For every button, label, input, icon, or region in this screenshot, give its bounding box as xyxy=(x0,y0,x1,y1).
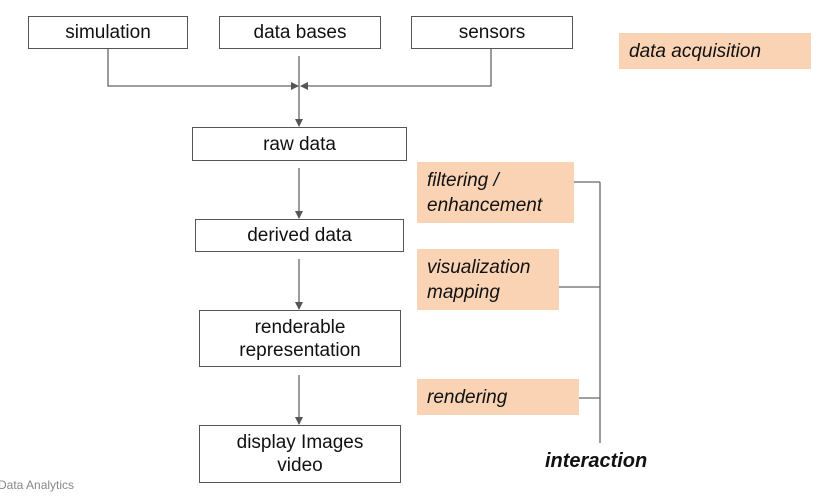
sensors-connector xyxy=(300,48,492,90)
source-simulation: simulation xyxy=(28,16,188,49)
stage-renderable-line1: renderable xyxy=(254,316,346,338)
step-filtering: filtering / enhancement xyxy=(417,162,574,223)
interaction-label: interaction xyxy=(545,450,648,472)
stage-raw-data: raw data xyxy=(192,127,407,161)
step-rendering: rendering xyxy=(417,379,579,415)
source-data-bases: data bases xyxy=(219,16,381,49)
stage-derived-data: derived data xyxy=(195,219,404,252)
source-sensors: sensors xyxy=(411,16,573,49)
stage-display-line2: video xyxy=(277,455,323,476)
step-mapping-line1: visualization xyxy=(427,257,531,278)
step-data-acquisition: data acquisition xyxy=(619,33,811,69)
step-filtering-line1: filtering / xyxy=(427,170,499,191)
step-mapping-line2: mapping xyxy=(427,282,500,303)
step-filtering-line2: enhancement xyxy=(427,195,543,216)
stage-renderable-line2: representation xyxy=(239,339,361,361)
step-visualization-mapping: visualization mapping xyxy=(417,249,559,310)
stage-display-line1: display Images xyxy=(236,432,364,453)
footer-text: Data Analytics xyxy=(0,478,75,492)
stage-display: display Images video xyxy=(199,425,401,483)
simulation-connector xyxy=(107,48,299,90)
stage-renderable-representation: renderable representation xyxy=(199,310,401,367)
